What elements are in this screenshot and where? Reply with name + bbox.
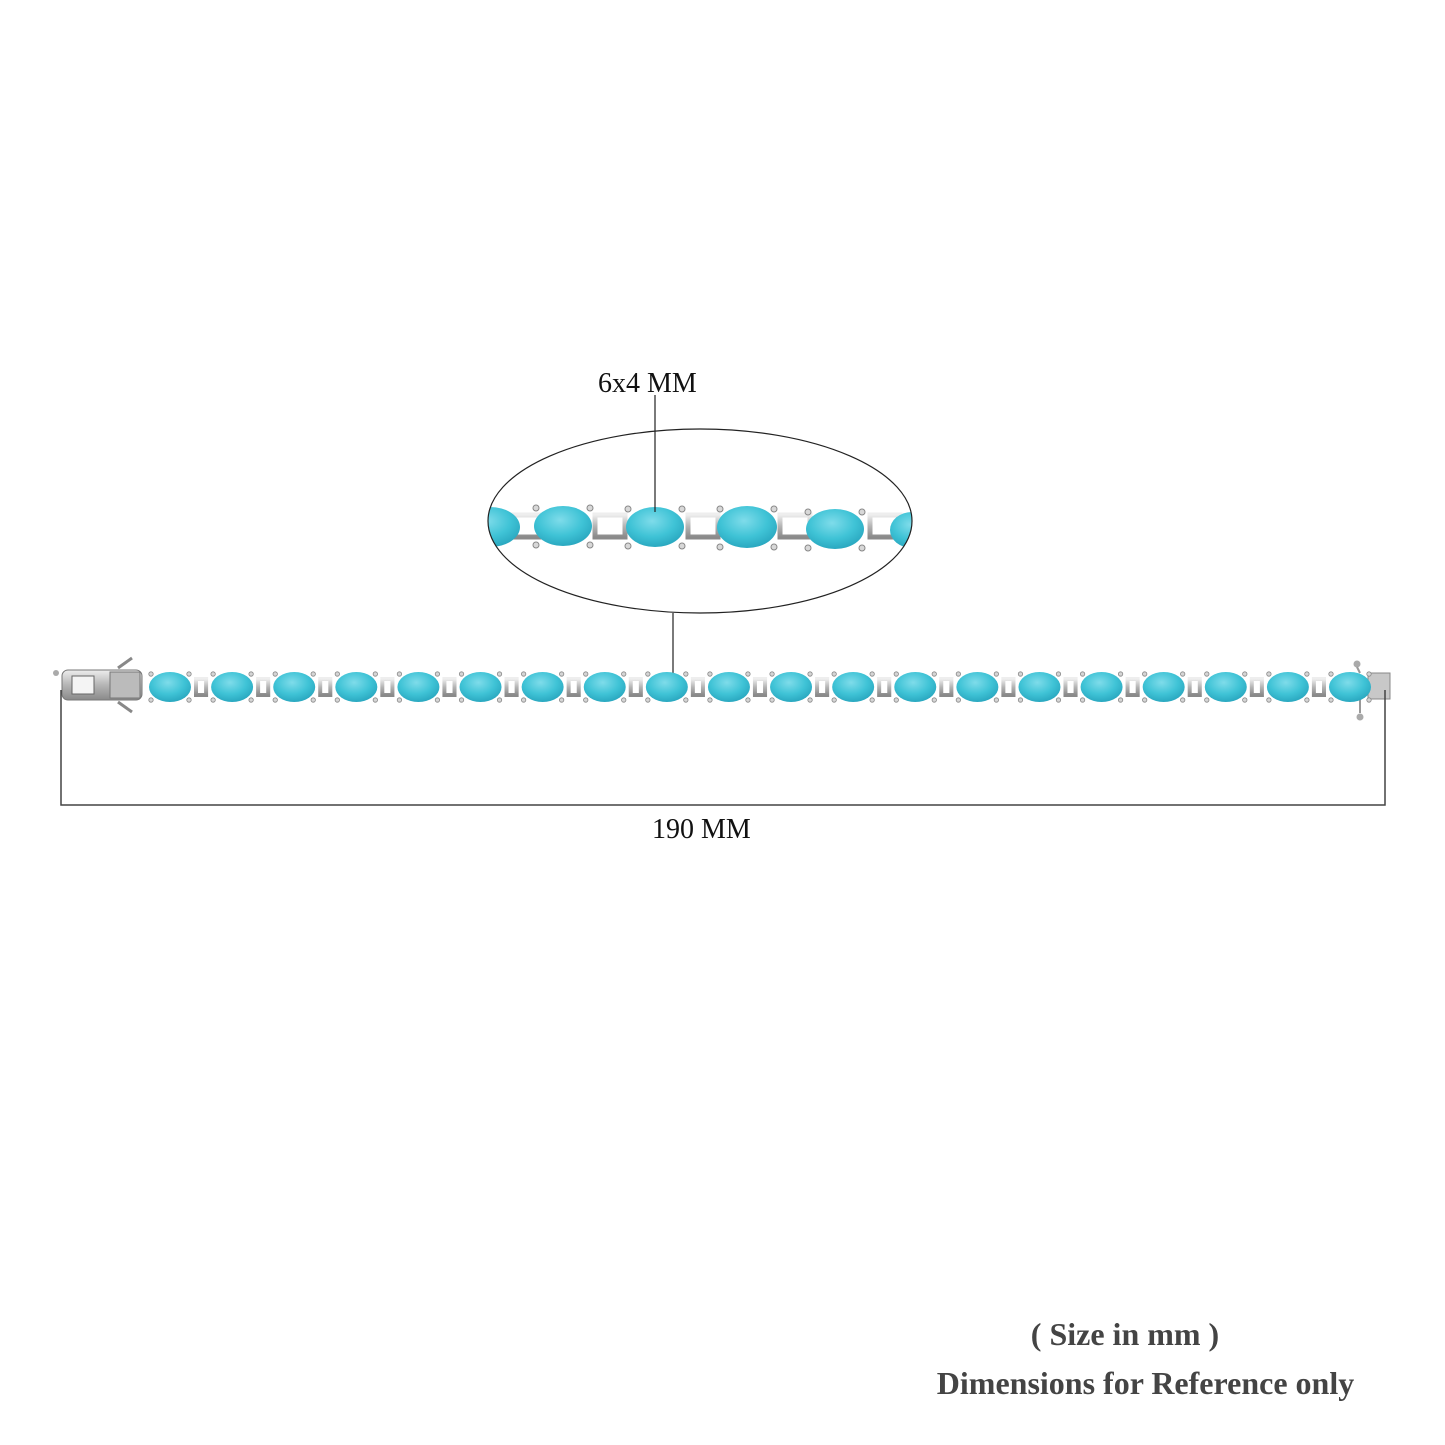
turquoise-stone (1079, 671, 1124, 703)
bracelet-length-label: 190 MM (652, 814, 751, 845)
turquoise-stone (1328, 671, 1372, 703)
length-dimension-line (60, 690, 1386, 806)
turquoise-stone (583, 671, 627, 703)
turquoise-stone (334, 671, 378, 703)
magnified-detail (487, 428, 913, 614)
turquoise-stone (1142, 671, 1186, 703)
size-unit-note: ( Size in mm ) (1030, 1316, 1220, 1352)
turquoise-stone (458, 671, 503, 703)
turquoise-stone (148, 671, 192, 703)
turquoise-stone (1017, 671, 1062, 703)
turquoise-stone (707, 671, 751, 703)
turquoise-stone (210, 671, 254, 703)
turquoise-stone (955, 671, 999, 703)
bracelet (53, 656, 1391, 721)
turquoise-stone (1204, 671, 1248, 703)
turquoise-stone (769, 671, 813, 703)
turquoise-stone (1266, 671, 1310, 703)
turquoise-stone (396, 671, 441, 703)
stone-size-label: 6x4 MM (598, 368, 697, 399)
turquoise-stone (831, 671, 875, 703)
turquoise-stone (521, 671, 565, 703)
turquoise-stone (645, 671, 689, 703)
clasp-left (53, 656, 143, 714)
reference-disclaimer: Dimensions for Reference only (936, 1365, 1355, 1401)
turquoise-stone (272, 671, 316, 703)
turquoise-stone (893, 671, 937, 703)
